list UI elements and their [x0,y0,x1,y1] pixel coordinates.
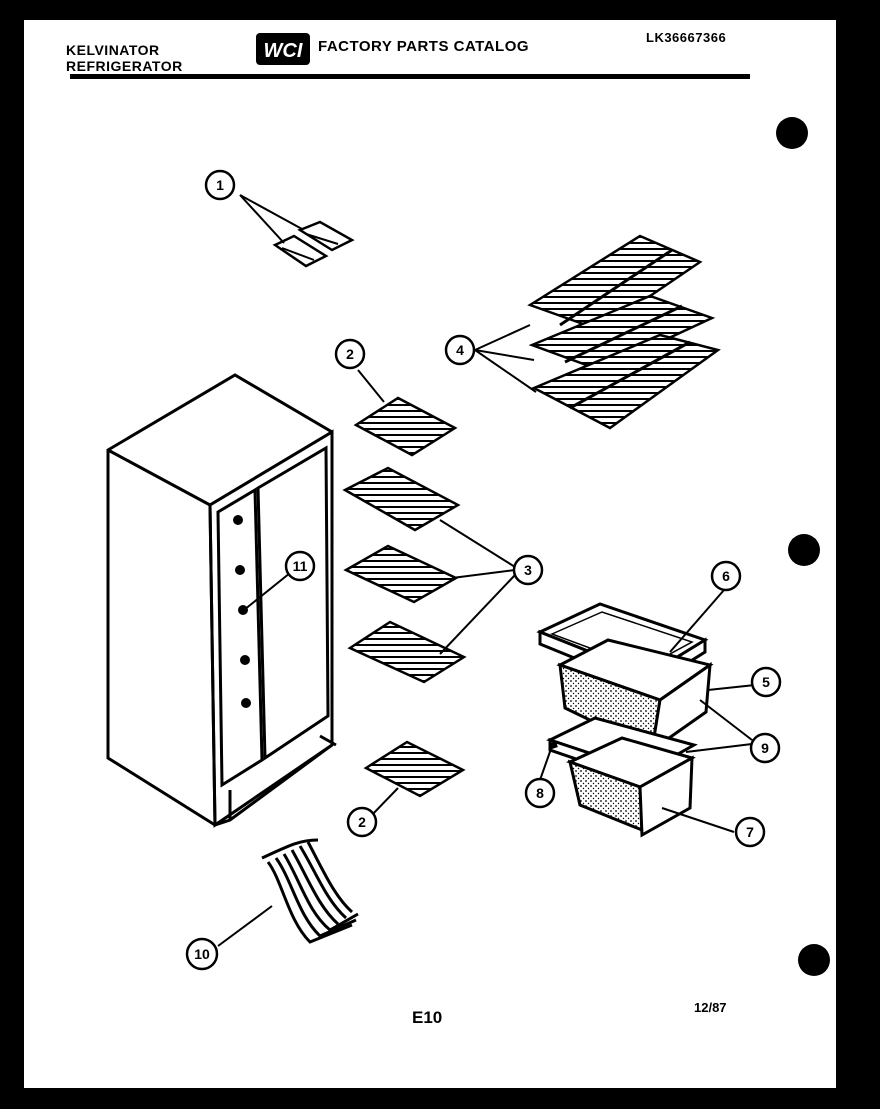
product-type: REFRIGERATOR [66,58,183,74]
wci-logo: WCI [256,33,310,65]
model-number: LK36667366 [646,30,727,45]
binder-hole-middle [788,534,820,566]
svg-text:7: 7 [746,824,754,840]
callout-1: 1 [204,169,236,201]
brand-name: KELVINATOR [66,42,160,58]
binder-hole-bottom [798,944,830,976]
callout-2-lower: 2 [346,806,378,838]
part-7-lower-crisper [566,736,735,838]
svg-text:11: 11 [293,558,308,574]
callout-6: 6 [710,560,742,592]
callout-2-upper: 2 [334,338,366,370]
svg-text:2: 2 [346,346,354,362]
callout-3: 3 [512,554,544,586]
part-2-small-shelves [353,369,466,818]
part-1-trays [239,194,355,268]
svg-text:WCI: WCI [264,40,303,62]
part-10-harness [217,838,359,947]
svg-text:3: 3 [524,562,532,578]
svg-text:9: 9 [761,740,769,756]
svg-text:4: 4 [456,342,464,358]
svg-text:2: 2 [358,814,366,830]
callout-7: 7 [734,816,766,848]
part-3-glass-shelves [342,466,516,684]
binder-hole-top [776,117,808,149]
svg-text:10: 10 [194,946,210,962]
header-rule [70,74,750,79]
svg-text:6: 6 [722,568,730,584]
catalog-title: FACTORY PARTS CATALOG [318,38,530,55]
callout-5: 5 [750,666,782,698]
callout-10: 10 [185,937,219,971]
callout-4: 4 [444,334,476,366]
svg-text:8: 8 [536,785,544,801]
callout-8: 8 [524,777,556,809]
callout-9: 9 [749,732,781,764]
svg-text:1: 1 [216,177,224,193]
page-code: E10 [412,1008,443,1027]
refrigerator-cabinet [106,373,337,828]
date-code: 12/87 [694,1000,727,1015]
svg-text:5: 5 [762,674,770,690]
part-4-wire-shelves [474,234,721,430]
callout-11: 11 [284,550,316,582]
